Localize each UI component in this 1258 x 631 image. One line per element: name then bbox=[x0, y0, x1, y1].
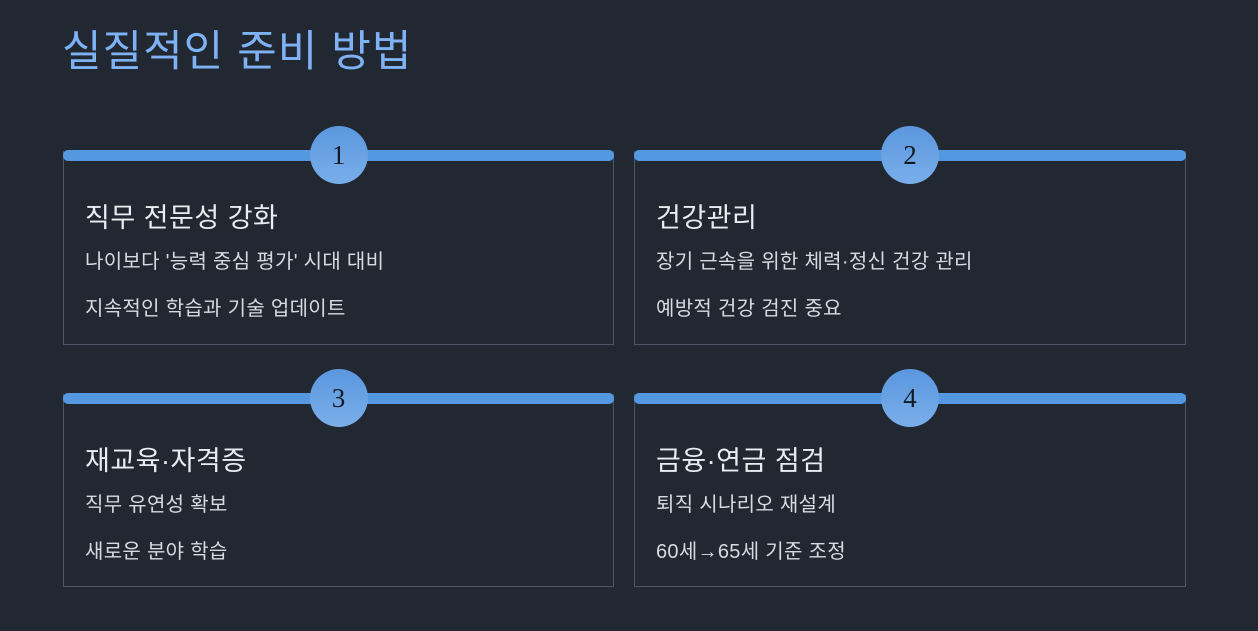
card-content: 금융·연금 점검 퇴직 시나리오 재설계 60세→65세 기준 조정 bbox=[635, 394, 1185, 565]
card-line: 지속적인 학습과 기술 업데이트 bbox=[85, 298, 346, 320]
step-card-1: 1 직무 전문성 강화 나이보다 '능력 중심 평가' 시대 대비 지속적인 학… bbox=[63, 126, 614, 345]
card-line: 장기 근속을 위한 체력·정신 건강 관리 bbox=[656, 251, 973, 273]
step-card-3: 3 재교육·자격증 직무 유연성 확보 새로운 분야 학습 bbox=[63, 369, 614, 587]
card-line: 예방적 건강 검진 중요 bbox=[656, 298, 842, 320]
card-heading: 직무 전문성 강화 bbox=[85, 203, 279, 233]
step-card-4: 4 금융·연금 점검 퇴직 시나리오 재설계 60세→65세 기준 조정 bbox=[634, 369, 1186, 587]
card-content: 재교육·자격증 직무 유연성 확보 새로운 분야 학습 bbox=[64, 394, 613, 565]
step-card-2: 2 건강관리 장기 근속을 위한 체력·정신 건강 관리 예방적 건강 검진 중… bbox=[634, 126, 1186, 345]
card-content: 직무 전문성 강화 나이보다 '능력 중심 평가' 시대 대비 지속적인 학습과… bbox=[64, 151, 613, 322]
card-line: 퇴직 시나리오 재설계 bbox=[656, 494, 837, 516]
step-number-badge: 3 bbox=[309, 369, 368, 427]
card-heading: 건강관리 bbox=[656, 203, 758, 233]
card-line: 나이보다 '능력 중심 평가' 시대 대비 bbox=[85, 251, 385, 273]
card-heading: 재교육·자격증 bbox=[85, 446, 247, 476]
page-title: 실질적인 준비 방법 bbox=[62, 28, 413, 76]
card-line: 직무 유연성 확보 bbox=[85, 494, 228, 516]
step-number-badge: 2 bbox=[881, 126, 939, 184]
card-line: 새로운 분야 학습 bbox=[85, 541, 228, 563]
card-line: 60세→65세 기준 조정 bbox=[656, 541, 846, 563]
card-heading: 금융·연금 점검 bbox=[656, 446, 826, 476]
step-number-badge: 1 bbox=[309, 126, 368, 184]
step-number-badge: 4 bbox=[881, 369, 939, 427]
card-content: 건강관리 장기 근속을 위한 체력·정신 건강 관리 예방적 건강 검진 중요 bbox=[635, 151, 1185, 322]
